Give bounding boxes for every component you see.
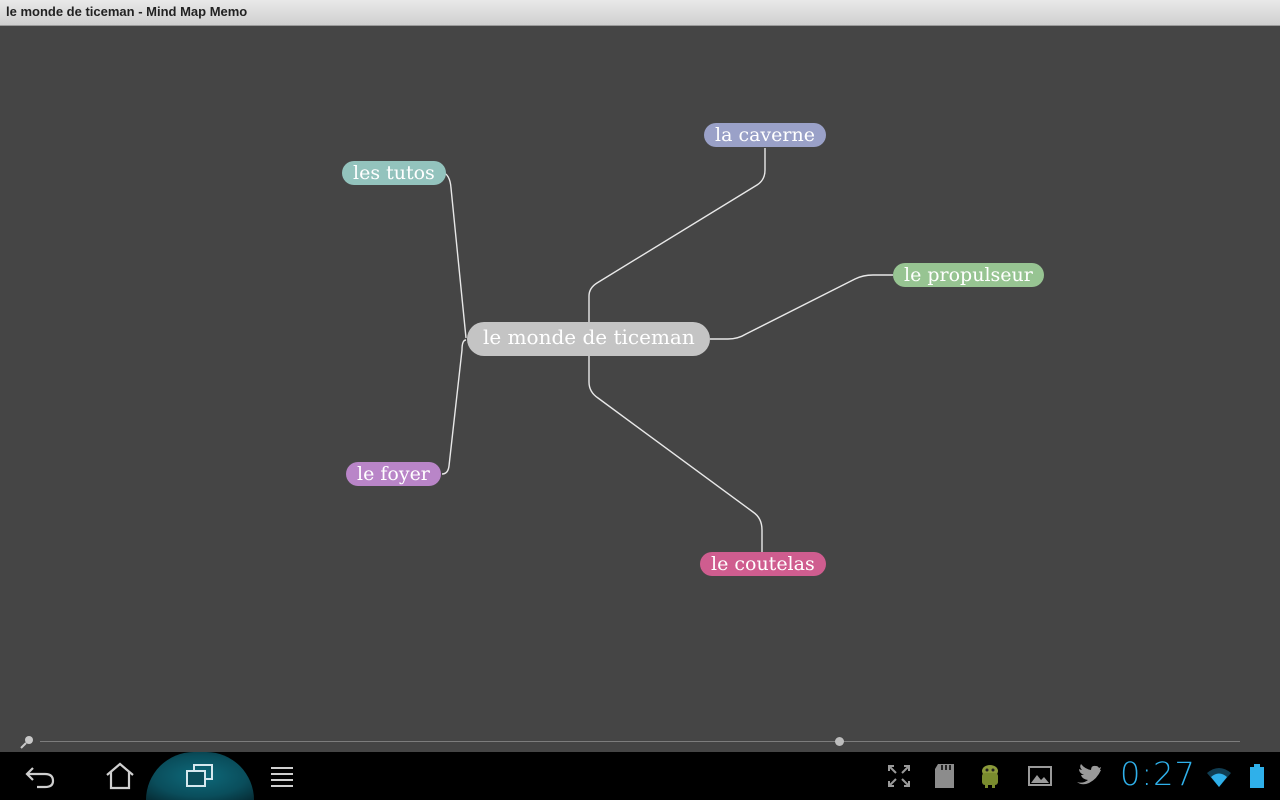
window-title: le monde de ticeman - Mind Map Memo <box>6 4 248 19</box>
zoom-thumb[interactable] <box>834 737 844 746</box>
node-le-foyer[interactable]: le foyer <box>346 462 441 486</box>
node-label: la caverne <box>715 124 815 146</box>
status-clock[interactable]: 0:27 <box>1120 755 1196 793</box>
wifi-icon <box>1207 768 1231 787</box>
root-node[interactable]: le monde de ticeman <box>467 322 710 356</box>
node-les-tutos[interactable]: les tutos <box>342 161 446 185</box>
link-le-propulseur <box>710 274 893 340</box>
node-le-propulseur[interactable]: le propulseur <box>893 263 1044 287</box>
root-node-label: le monde de ticeman <box>483 325 695 349</box>
link-les-tutos <box>441 171 467 339</box>
node-label: le coutelas <box>711 553 815 575</box>
link-le-foyer <box>441 339 467 475</box>
recent-apps-icon <box>186 764 213 787</box>
recent-apps-button[interactable] <box>170 752 230 800</box>
sd-card-icon <box>935 764 954 788</box>
zoom-slider[interactable] <box>0 734 1280 750</box>
menu-button[interactable] <box>252 752 312 800</box>
zoom-track[interactable] <box>40 741 1240 742</box>
gallery-icon <box>1028 766 1052 786</box>
battery-icon <box>1250 764 1264 788</box>
android-notification-icon <box>982 765 998 788</box>
node-label: le propulseur <box>904 264 1033 286</box>
fullscreen-icon[interactable] <box>886 762 912 790</box>
node-le-coutelas[interactable]: le coutelas <box>700 552 826 576</box>
home-icon <box>106 762 134 790</box>
back-button[interactable] <box>10 752 70 800</box>
home-button[interactable] <box>90 752 150 800</box>
twitter-icon <box>1077 764 1101 785</box>
link-la-caverne <box>588 148 766 324</box>
back-icon <box>25 767 55 789</box>
menu-icon <box>271 767 293 787</box>
node-label: les tutos <box>353 162 435 184</box>
window-titlebar: le monde de ticeman - Mind Map Memo <box>0 0 1280 26</box>
node-la-caverne[interactable]: la caverne <box>704 123 826 147</box>
link-le-coutelas <box>588 356 763 553</box>
node-label: le foyer <box>357 463 430 485</box>
zoom-icon <box>20 736 33 749</box>
